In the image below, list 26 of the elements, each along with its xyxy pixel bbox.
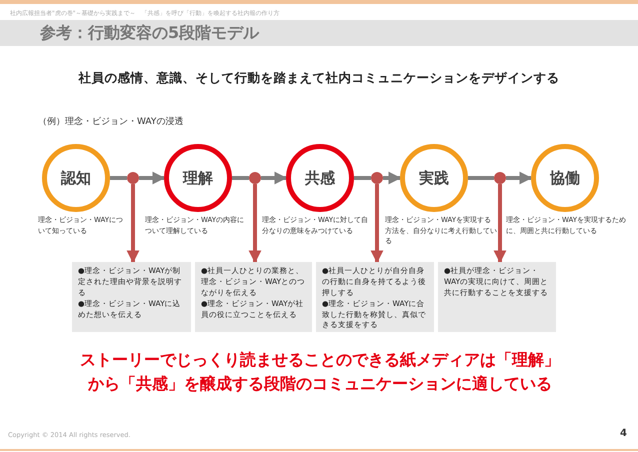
arrow [506,172,532,184]
conclusion-text: ストーリーでじっくり読ませることのできる紙メディアは「理解」から「共感」を醸成する段階のコミュニケーションに適している [79,349,561,395]
arrow [248,184,262,264]
subtitle: 社員の感情、意識、そして行動を踏まえて社内コミュニケーションをデザインする [77,70,560,87]
note-box [316,262,434,332]
junction-dot [494,172,506,184]
stage-label: 理解 [183,168,213,188]
arrow [126,184,140,264]
junction-dot [127,172,139,184]
page-number: 4 [620,428,627,439]
note-box [195,262,312,332]
arrow [383,172,402,184]
arrow [261,172,288,184]
junction-dot [371,172,383,184]
note-box [438,262,556,332]
arrow [370,184,384,264]
arrow [139,172,166,184]
arrow [494,184,506,264]
stage-label: 共感 [305,168,335,188]
stage-label: 実践 [419,168,449,188]
junction-dot [249,172,261,184]
note-box [72,262,191,332]
title: 参考：行動変容の5段階モデル [40,23,260,44]
stage-label: 協働 [550,168,580,188]
stage-label: 認知 [61,168,91,188]
section-label: （例）理念・ビジョン・WAYの浸透 [38,116,184,128]
